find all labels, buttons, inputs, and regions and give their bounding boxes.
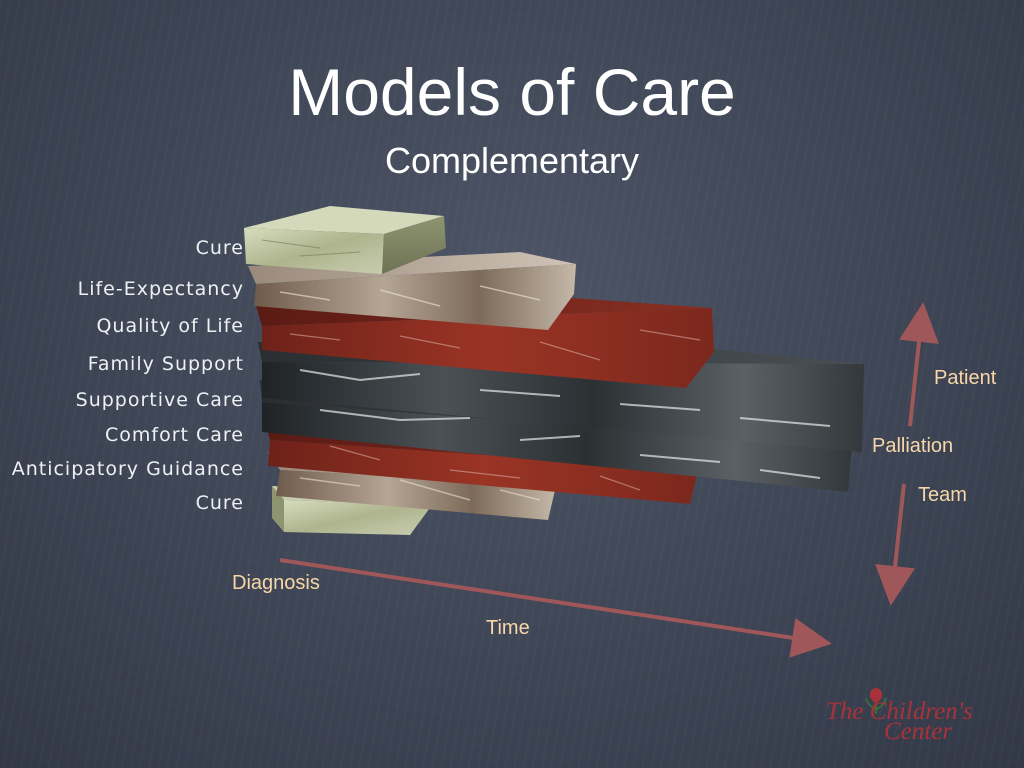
layer-label-cure-bottom: Cure	[195, 492, 244, 514]
layer-label-quality-of-life: Quality of Life	[96, 315, 244, 337]
childrens-center-logo: The Children's Center	[826, 688, 996, 750]
diagnosis-label: Diagnosis	[232, 572, 320, 594]
layer-label-supportive-care: Supportive Care	[75, 389, 244, 411]
time-label: Time	[486, 617, 530, 639]
logo-line1: The Children's	[826, 698, 973, 725]
slab-life-expectancy	[248, 252, 576, 330]
layer-label-life-expectancy: Life-Expectancy	[77, 278, 244, 300]
palliation-label: Palliation	[872, 435, 954, 457]
layer-label-anticipatory-guidance: Anticipatory Guidance	[11, 458, 244, 480]
team-label: Team	[918, 484, 967, 506]
slide-subtitle: Complementary	[384, 140, 640, 181]
tulip-icon	[865, 688, 887, 714]
slide-title: Models of Care	[288, 55, 736, 129]
layer-label-comfort-care: Comfort Care	[104, 424, 244, 446]
logo-line2: Center	[884, 718, 953, 745]
patient-label: Patient	[934, 367, 997, 389]
slab-cure-top	[244, 206, 446, 274]
time-arrow	[279, 558, 832, 658]
patient-arrow	[899, 302, 939, 427]
layer-label-cure-top: Cure	[195, 237, 244, 259]
team-arrow	[875, 483, 915, 606]
layer-label-family-support: Family Support	[87, 353, 244, 375]
